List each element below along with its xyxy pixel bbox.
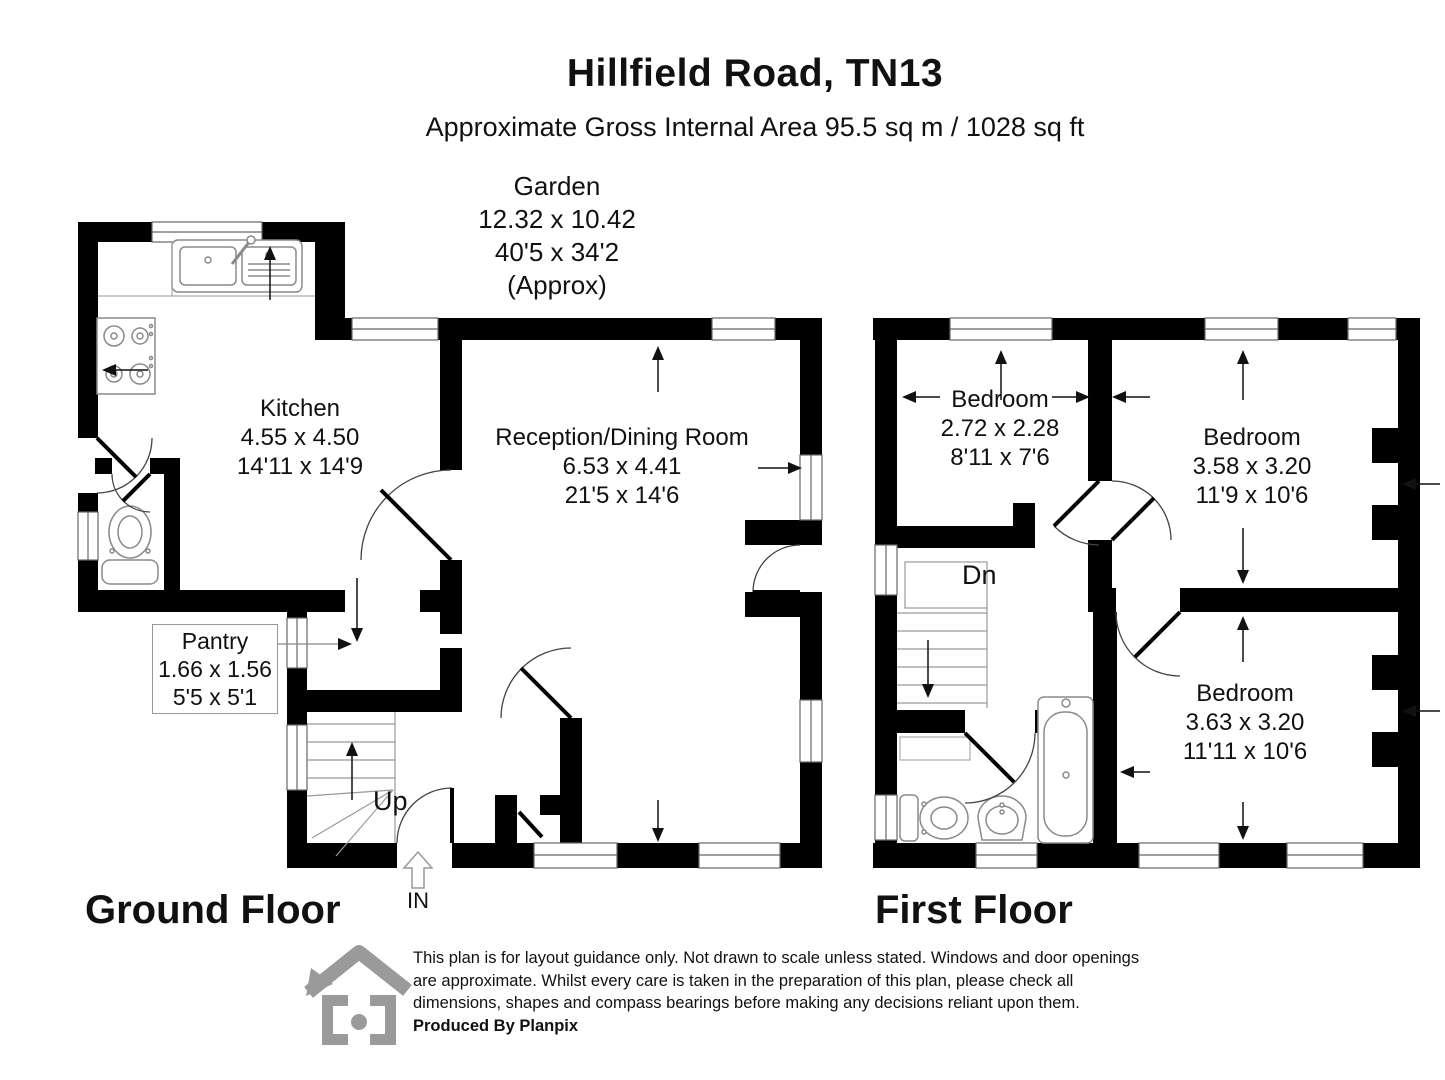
- disclaimer-line-3: dimensions, shapes and compass bearings …: [413, 994, 1080, 1012]
- bedroom2-name: Bedroom: [1203, 424, 1301, 451]
- area-subtitle: Approximate Gross Internal Area 95.5 sq …: [425, 112, 1085, 142]
- first-floor-walls: [873, 318, 1420, 868]
- room-label-bedroom1: Bedroom 2.72 x 2.28 8'11 x 7'6: [941, 385, 1060, 472]
- bedroom3-name: Bedroom: [1196, 680, 1294, 707]
- bathtub-icon: [1037, 696, 1094, 844]
- stairs-up: [306, 712, 396, 857]
- disclaimer-line-1: This plan is for layout guidance only. N…: [413, 949, 1140, 967]
- kitchen-metric: 4.55 x 4.50: [240, 424, 360, 451]
- disclaimer-line-2: are approximate. Whilst every care is ta…: [413, 971, 1074, 990]
- bedroom2-imperial: 11'9 x 10'6: [1195, 482, 1309, 509]
- page-title: Hillfield Road, TN13: [566, 52, 944, 95]
- ground-floor-plan: [77, 221, 823, 869]
- bedroom3-imperial: 11'11 x 10'6: [1182, 738, 1308, 765]
- stairs-down-label: Dn: [962, 560, 997, 590]
- bathroom-shelf: [899, 736, 971, 761]
- entrance-arrow-icon: [402, 850, 434, 889]
- room-label-kitchen: Kitchen 4.55 x 4.50 14'11 x 14'9: [237, 394, 363, 481]
- kitchen-imperial: 14'11 x 14'9: [236, 453, 364, 480]
- produced-by: Produced By Planpix: [413, 1016, 579, 1035]
- kitchen-name: Kitchen: [259, 395, 341, 422]
- pantry-leader-line: [277, 638, 352, 650]
- planpix-logo-icon: [304, 945, 412, 1045]
- first-floor-plan: [873, 317, 1440, 869]
- bedroom1-imperial: 8'11 x 7'6: [950, 444, 1050, 471]
- pantry-imperial: 5'5 x 5'1: [172, 684, 258, 710]
- garden-imperial: 40'5 x 34'2: [494, 237, 620, 267]
- garden-approx: (Approx): [507, 270, 607, 300]
- hob-icon: [96, 317, 156, 395]
- disclaimer: This plan is for layout guidance only. N…: [413, 947, 1139, 1037]
- room-label-reception: Reception/Dining Room 6.53 x 4.41 21'5 x…: [495, 423, 748, 510]
- kitchen-sink-icon: [171, 235, 303, 293]
- ground-floor-arrows: [102, 246, 802, 842]
- basin-icon: [977, 795, 1027, 841]
- wc-toilet-icon: [101, 505, 159, 585]
- bathroom-toilet-icon: [899, 794, 969, 842]
- bedroom1-name: Bedroom: [951, 386, 1049, 413]
- reception-metric: 6.53 x 4.41: [562, 453, 682, 480]
- pantry-metric: 1.66 x 1.56: [158, 656, 272, 682]
- stairs-down: [897, 561, 988, 708]
- room-label-pantry: Pantry 1.66 x 1.56 5'5 x 5'1: [152, 624, 278, 714]
- garden-metric: 12.32 x 10.42: [478, 204, 636, 234]
- bedroom3-metric: 3.63 x 3.20: [1185, 709, 1305, 736]
- garden-label: Garden 12.32 x 10.42 40'5 x 34'2 (Approx…: [478, 170, 636, 302]
- pantry-name: Pantry: [181, 628, 249, 654]
- first-floor-heading: First Floor: [875, 888, 1073, 932]
- room-label-bedroom2: Bedroom 3.58 x 3.20 11'9 x 10'6: [1193, 423, 1312, 510]
- ground-floor-walls: [78, 222, 822, 868]
- ground-floor-windows: [77, 221, 823, 869]
- reception-name: Reception/Dining Room: [495, 424, 749, 451]
- garden-name: Garden: [513, 171, 601, 201]
- entrance-in-label: IN: [407, 888, 429, 913]
- reception-imperial: 21'5 x 14'6: [564, 482, 680, 509]
- kitchen-counter: [98, 242, 315, 297]
- bedroom1-metric: 2.72 x 2.28: [940, 415, 1060, 442]
- room-label-bedroom3: Bedroom 3.63 x 3.20 11'11 x 10'6: [1183, 679, 1307, 766]
- first-floor-arrows: [902, 350, 1440, 840]
- first-floor-doors: [963, 479, 1182, 804]
- stairs-up-label: Up: [373, 786, 408, 816]
- first-floor-windows: [874, 317, 1397, 869]
- ground-floor-heading: Ground Floor: [85, 888, 341, 932]
- ground-floor-doors: [95, 436, 801, 844]
- bedroom2-metric: 3.58 x 3.20: [1192, 453, 1312, 480]
